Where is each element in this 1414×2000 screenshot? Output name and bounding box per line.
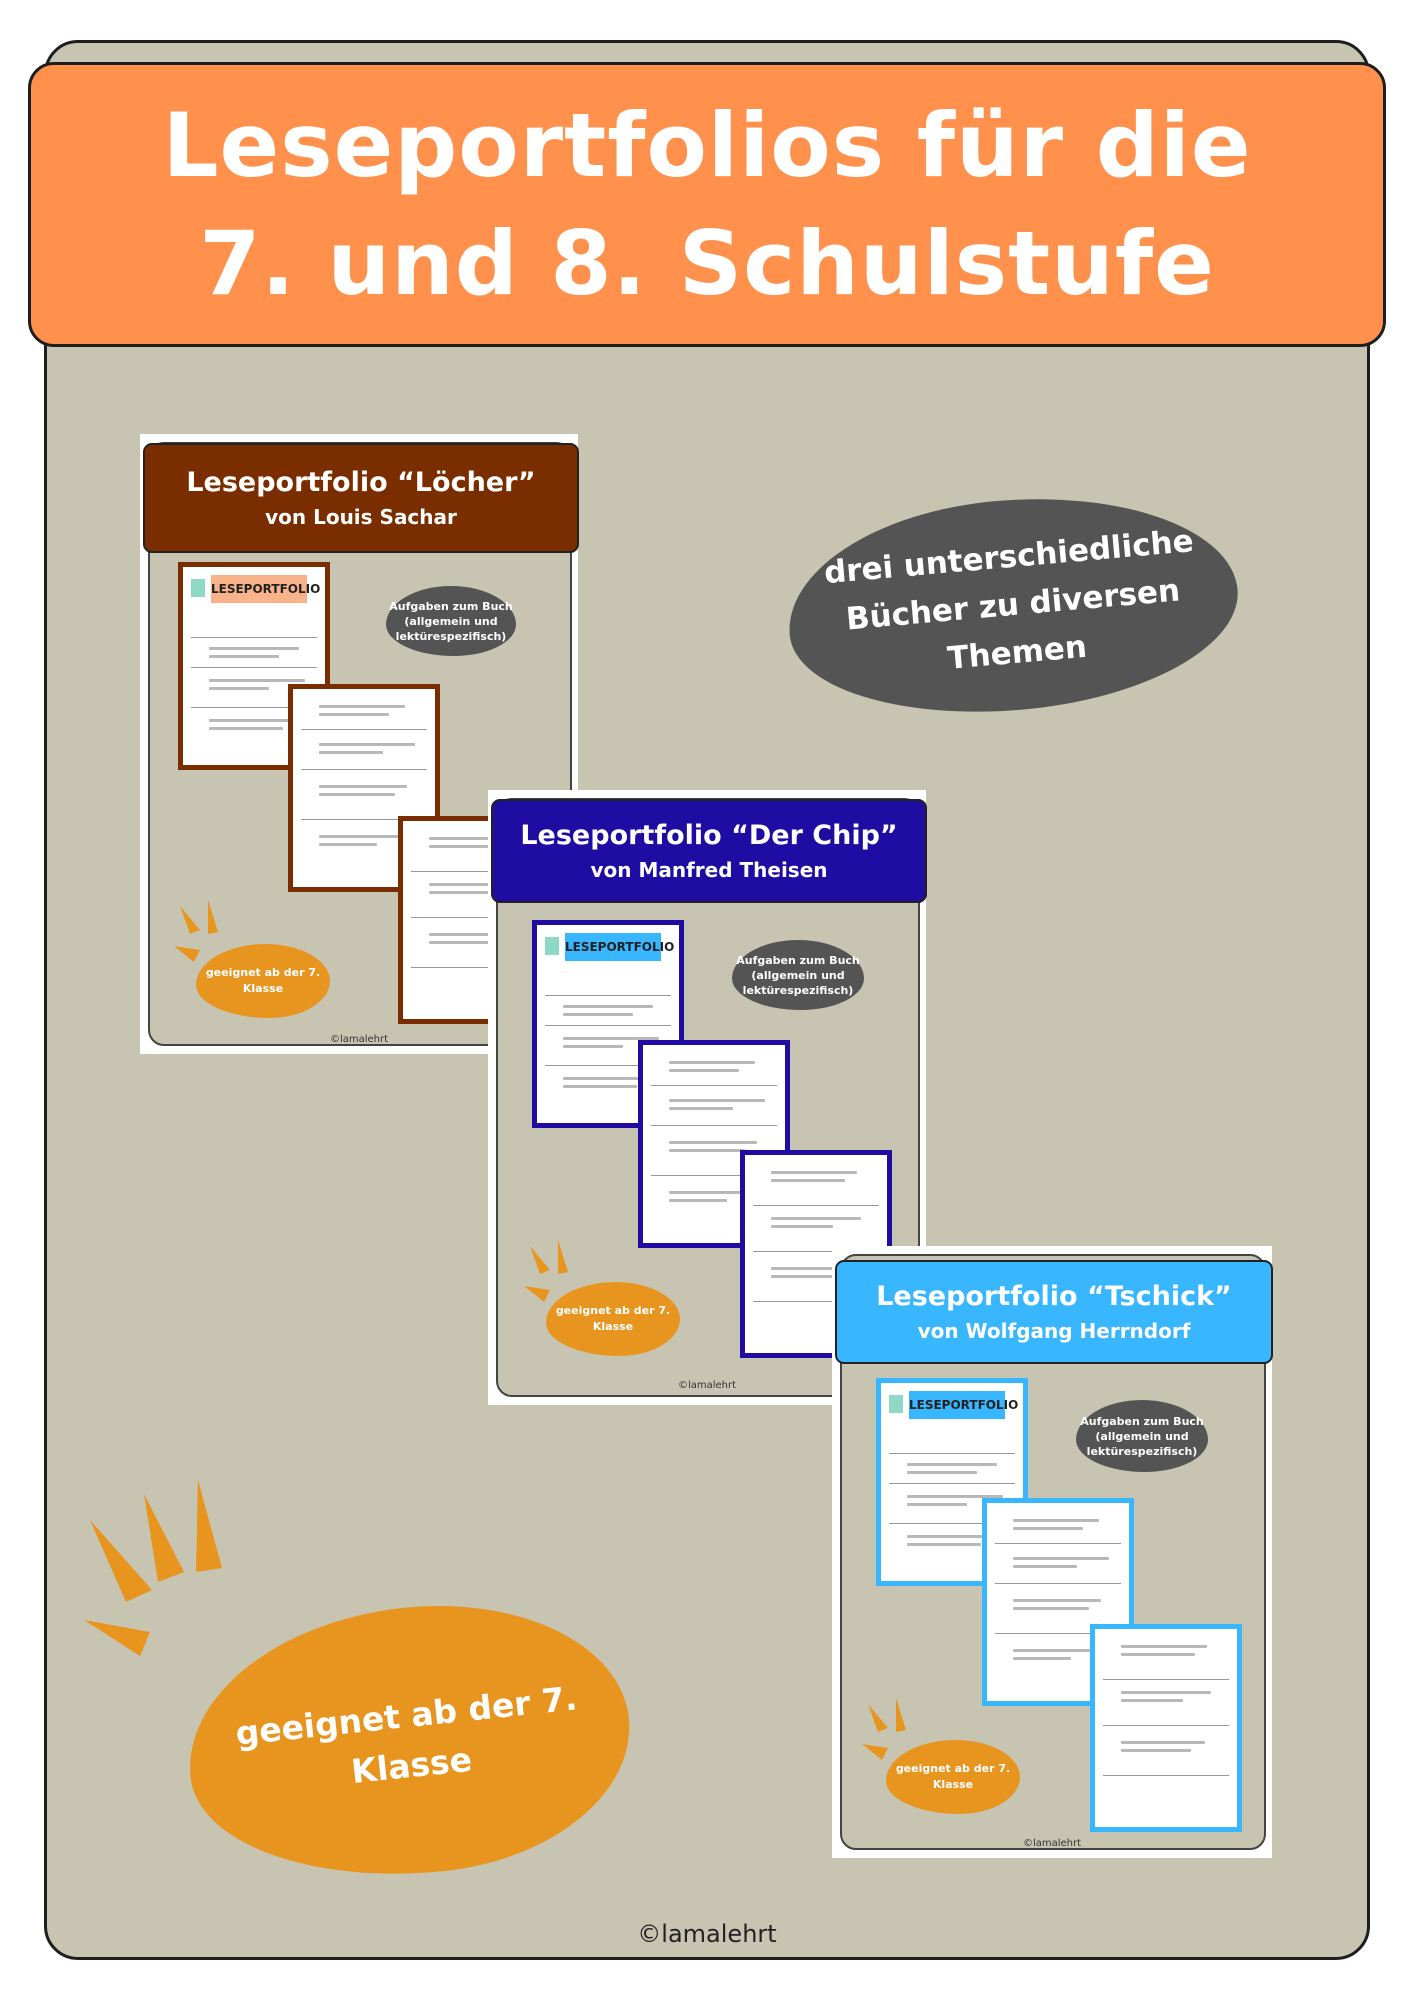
worksheet-page: LESEPORTFOLIO [876,1378,1028,1586]
title-line-1: Leseportfolios für die [162,93,1252,197]
sparkle-rays-icon [862,1698,906,1760]
age-note-blob: geeignet ab der 7.Klasse [196,944,330,1018]
book-icon [545,937,559,955]
sheet-heading: LESEPORTFOLIO [565,933,674,961]
book-icon [191,579,205,597]
sheet-heading: LESEPORTFOLIO [909,1391,1018,1419]
preview-banner: Leseportfolio “Der Chip” von Manfred The… [491,799,927,903]
preview-title: Leseportfolio “Tschick” [876,1281,1232,1312]
book-icon [889,1395,903,1413]
preview-author: von Wolfgang Herrndorf [917,1319,1191,1343]
sparkle-rays-icon [84,1480,222,1656]
preview-author: von Louis Sachar [265,505,457,529]
age-note-blob: geeignet ab der 7.Klasse [886,1740,1020,1814]
preview-copyright: ©lamalehrt [1022,1838,1082,1849]
preview-title: Leseportfolio “Löcher” [186,467,536,498]
preview-copyright: ©lamalehrt [329,1034,389,1045]
preview-title: Leseportfolio “Der Chip” [520,820,898,851]
title-line-2: 7. und 8. Schulstufe [199,211,1215,315]
preview-banner: Leseportfolio “Löcher” von Louis Sachar [143,443,579,553]
sparkle-rays-icon [174,900,218,962]
preview-author: von Manfred Theisen [590,858,828,882]
preview-tschick: Leseportfolio “Tschick” von Wolfgang Her… [832,1246,1273,1858]
sheet-heading: LESEPORTFOLIO [211,575,320,603]
age-note-blob: geeignet ab der 7.Klasse [546,1282,680,1356]
sparkle-rays-icon [524,1240,568,1302]
copyright: ©lamalehrt [637,1920,777,1948]
title-banner: Leseportfolios für die 7. und 8. Schulst… [28,62,1386,347]
worksheet-page [1090,1624,1242,1832]
preview-banner: Leseportfolio “Tschick” von Wolfgang Her… [835,1260,1273,1364]
preview-copyright: ©lamalehrt [677,1380,737,1391]
